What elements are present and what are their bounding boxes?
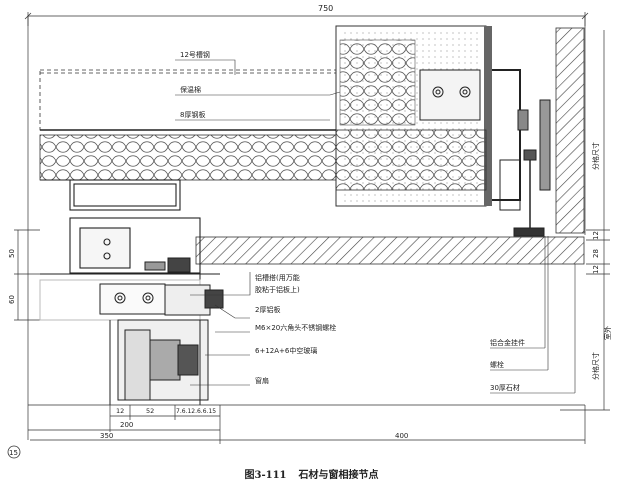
insulation-right <box>335 129 487 191</box>
top-dimension <box>24 12 589 26</box>
dim-60: 60 <box>8 295 16 304</box>
bracket-assembly <box>419 69 551 237</box>
label-al-plate: 2厚铝板 <box>255 305 280 314</box>
bottom-dimension <box>28 404 586 444</box>
dim-r28: 28 <box>592 249 600 258</box>
label-bolt: M6×20六角头不锈钢螺栓 <box>255 323 336 332</box>
label-screw: 螺栓 <box>490 360 504 369</box>
label-pendant: 铝合金挂件 <box>490 338 525 347</box>
label-steel-plate: 8厚钢板 <box>180 110 205 119</box>
split-size-bottom: 分格尺寸 <box>591 352 600 380</box>
figure-caption: 图3-111 石材与窗相接节点 <box>0 466 623 481</box>
insulation-band <box>39 134 337 181</box>
detail-circle <box>7 445 21 459</box>
dim-small: 7.6.12.6.6.15 <box>176 408 216 415</box>
left-dimension <box>14 16 40 440</box>
dim-50: 50 <box>8 249 16 258</box>
channel-steel <box>39 69 337 131</box>
dim-750: 750 <box>318 4 333 13</box>
label-channel-steel: 12号槽钢 <box>180 50 210 59</box>
dim-400: 400 <box>395 432 408 440</box>
figure-title: 石材与窗相接节点 <box>298 470 379 481</box>
left-steel-box <box>40 179 201 274</box>
label-al-strip-2: 胶粘于铝板上) <box>255 285 300 294</box>
right-wall-hatch <box>555 27 585 234</box>
leader-lines <box>175 59 576 394</box>
dim-r12a: 12 <box>592 231 600 240</box>
label-stone: 30厚石材 <box>490 383 520 392</box>
label-insulation: 保温棉 <box>180 85 201 94</box>
dim-r12b: 12 <box>592 265 600 274</box>
dim-200: 200 <box>120 421 133 429</box>
split-size-top: 分格尺寸 <box>591 142 600 170</box>
label-window-frame: 窗扇 <box>255 376 269 385</box>
dim-350: 350 <box>100 432 113 440</box>
label-al-strip-1: 铝槽搭(用万能 <box>255 273 300 282</box>
label-glass: 6+12A+6中空玻璃 <box>255 346 317 355</box>
outdoor-label: 室外 <box>603 326 612 340</box>
dim-12: 12 <box>116 407 124 415</box>
figure-number: 图3-111 <box>244 470 287 481</box>
window-frame <box>39 279 224 405</box>
stone-slab <box>195 236 585 265</box>
detail-circle-no: 15 <box>9 449 18 457</box>
dim-52: 52 <box>146 407 154 415</box>
